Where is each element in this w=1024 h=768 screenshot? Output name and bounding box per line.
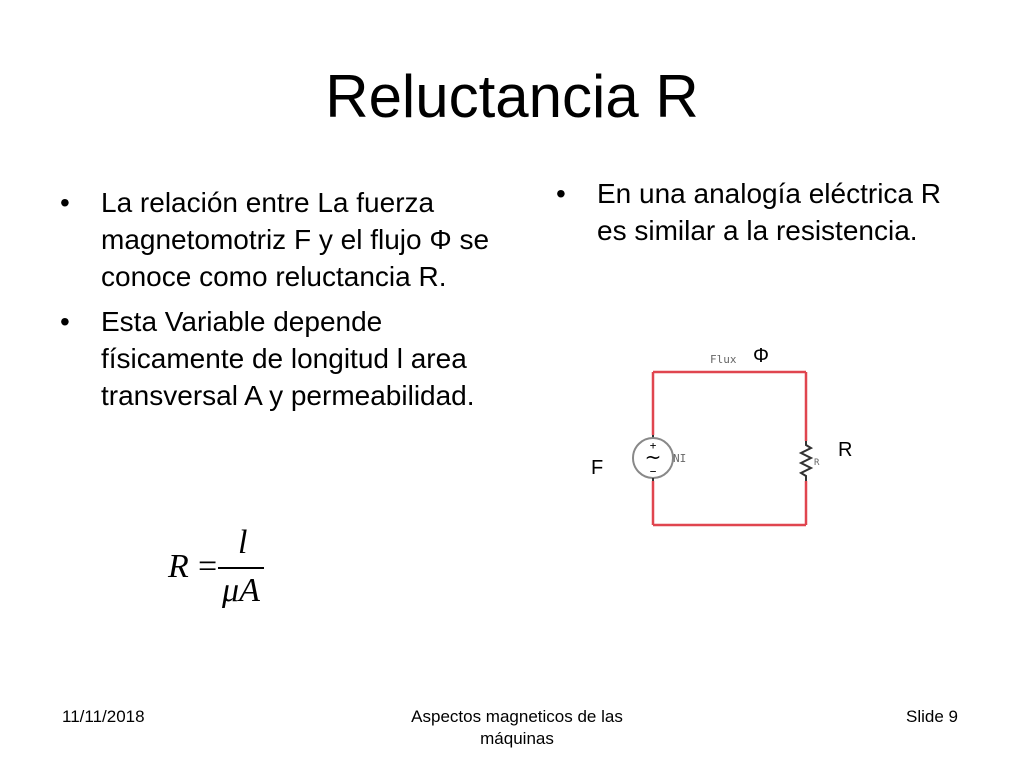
flux-label: Flux: [710, 353, 737, 366]
phi-label: Φ: [753, 345, 769, 367]
bullet-marker: •: [556, 178, 566, 209]
footer-slide-number: Slide 9: [906, 707, 958, 726]
formula-lhs: R: [168, 548, 189, 585]
bullet-text: La relación entre La fuerza magnetomotri…: [101, 187, 490, 292]
reluctance-formula: R = l μA: [160, 520, 310, 620]
bullet-marker: •: [60, 187, 70, 218]
source-plus: +: [650, 439, 657, 452]
footer-date: 11/11/2018: [62, 707, 145, 726]
formula-denominator: μA: [222, 572, 260, 609]
resistor-icon: [798, 441, 814, 481]
formula-equals: =: [198, 548, 218, 585]
bullet-item: • La relación entre La fuerza magnetomot…: [60, 184, 510, 295]
mmf-label: F: [591, 457, 603, 479]
source-minus: −: [650, 465, 657, 478]
slide-title: Reluctancia R: [325, 63, 699, 130]
right-bullet-list: • En una analogía eléctrica R es similar…: [556, 175, 976, 257]
bullet-item: • En una analogía eléctrica R es similar…: [556, 175, 976, 249]
reluctance-label: R: [838, 439, 852, 461]
footer-title: Aspectos magneticos de las máquinas: [411, 707, 623, 748]
bullet-text: Esta Variable depende físicamente de lon…: [101, 306, 475, 411]
magnetic-circuit-diagram: + ~ − Flux Φ NI R R F: [591, 345, 852, 527]
formula-numerator: l: [238, 524, 248, 561]
circuit-wire: [651, 370, 808, 527]
ac-source-icon: + ~ −: [632, 435, 674, 481]
source-tilde: ~: [645, 445, 662, 469]
bullet-text: En una analogía eléctrica R es similar a…: [597, 178, 941, 246]
source-ni-label: NI: [673, 452, 686, 465]
fraction-bar: [218, 567, 264, 569]
resistor-small-label: R: [814, 458, 820, 468]
left-bullet-list: • La relación entre La fuerza magnetomot…: [60, 184, 510, 422]
bullet-item: • Esta Variable depende físicamente de l…: [60, 303, 510, 414]
bullet-marker: •: [60, 306, 70, 337]
